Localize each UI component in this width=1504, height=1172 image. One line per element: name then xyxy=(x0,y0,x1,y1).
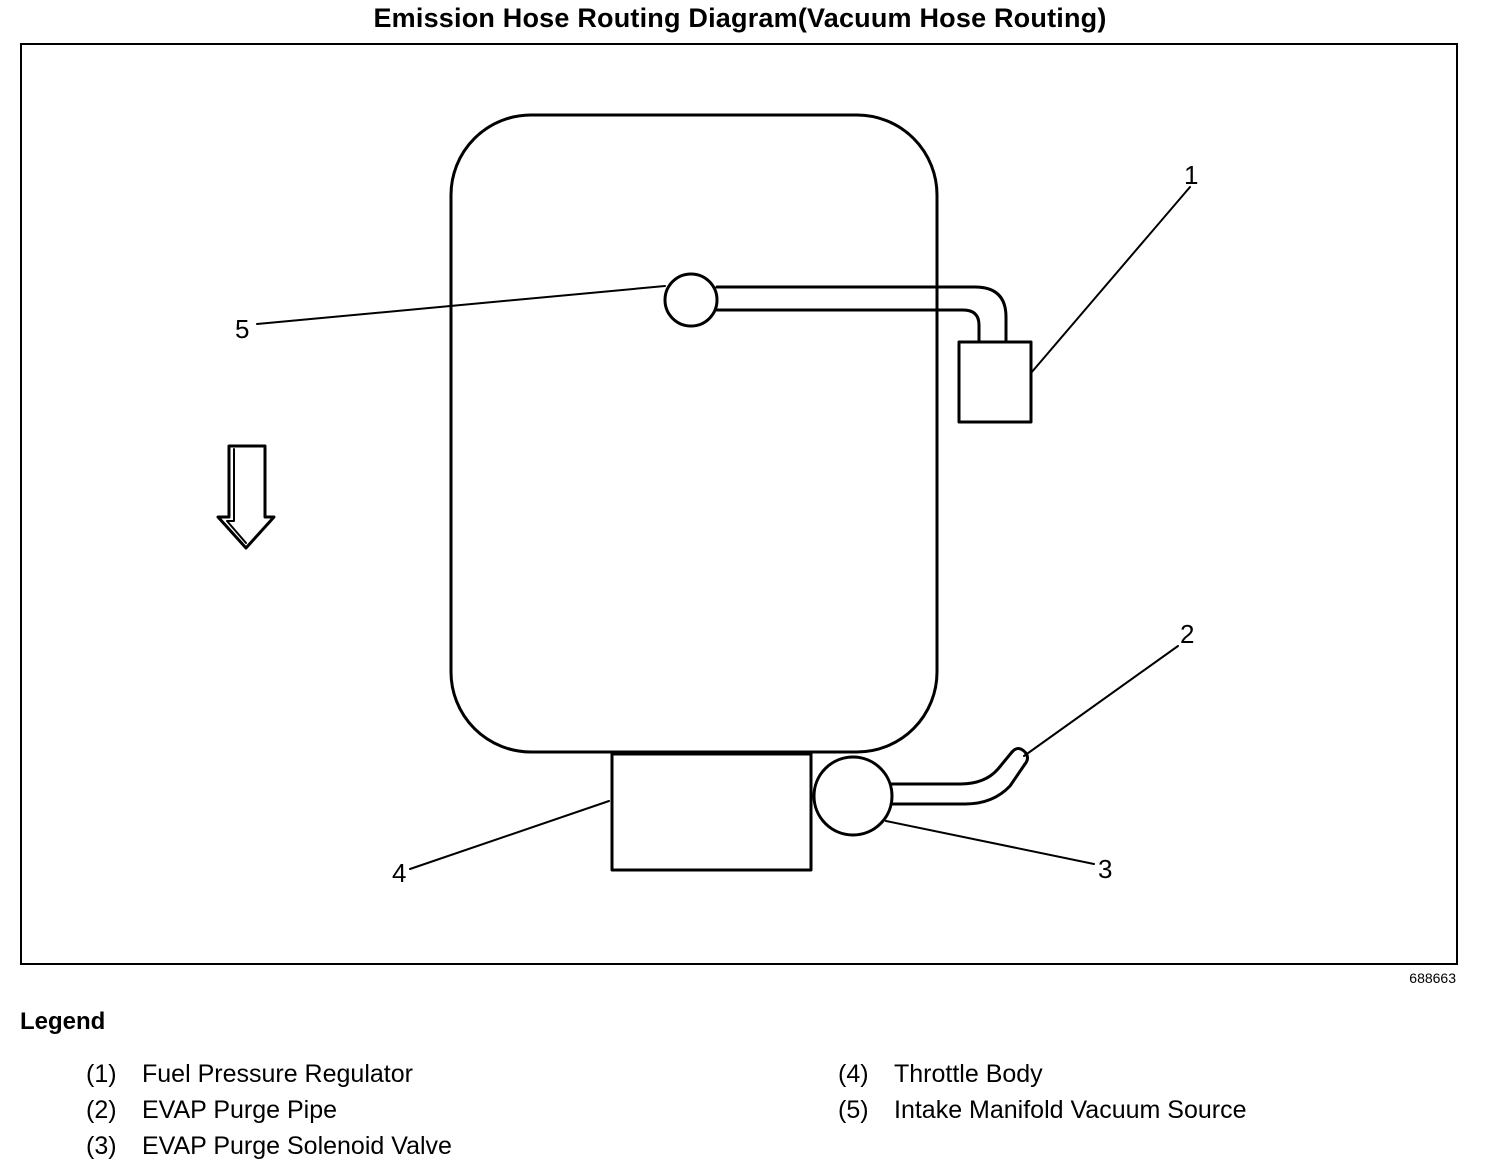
leader-line-2 xyxy=(1023,645,1179,757)
legend-item-label: EVAP Purge Pipe xyxy=(142,1096,338,1124)
leader-line-4 xyxy=(409,800,610,870)
throttle-body xyxy=(610,752,813,872)
legend-item-label: EVAP Purge Solenoid Valve xyxy=(142,1132,452,1160)
leader-line-5 xyxy=(256,285,666,325)
callout-3: 3 xyxy=(1098,854,1112,884)
legend-item-number: (2) xyxy=(86,1096,117,1124)
callout-4: 4 xyxy=(392,858,406,888)
leader-line-1 xyxy=(1030,186,1191,374)
evap-purge-pipe-lower xyxy=(888,762,1027,806)
legend-item: (1) Fuel Pressure Regulator xyxy=(86,1056,452,1092)
legend-item: (4) Throttle Body xyxy=(838,1056,1247,1092)
legend-item-number: (4) xyxy=(838,1060,869,1088)
callout-1: 1 xyxy=(1184,160,1198,190)
fuel-pressure-regulator xyxy=(957,340,1033,424)
legend-item-label: Intake Manifold Vacuum Source xyxy=(894,1096,1247,1124)
legend-item-label: Fuel Pressure Regulator xyxy=(142,1060,413,1088)
evap-purge-solenoid-valve xyxy=(812,755,894,837)
intake-manifold-vacuum-source xyxy=(663,272,719,328)
vacuum-hose xyxy=(715,285,1008,344)
legend-item-label: Throttle Body xyxy=(894,1060,1043,1088)
diagram-frame xyxy=(20,43,1458,965)
legend-column-right: (4) Throttle Body (5) Intake Manifold Vacu… xyxy=(838,1056,1247,1128)
legend-item: (3) EVAP Purge Solenoid Valve xyxy=(86,1128,452,1164)
legend-item: (5) Intake Manifold Vacuum Source xyxy=(838,1092,1247,1128)
figure-id: 688663 xyxy=(1409,970,1456,986)
engine-outline xyxy=(449,113,939,754)
leader-line-3 xyxy=(885,820,1095,865)
evap-purge-pipe-end xyxy=(1010,747,1029,766)
legend-item: (2) EVAP Purge Pipe xyxy=(86,1092,452,1128)
legend-heading: Legend xyxy=(20,1008,106,1035)
arrow-down-icon xyxy=(216,444,276,550)
hose-routing-diagram: 1 2 3 4 5 xyxy=(216,113,1198,888)
legend-item-number: (5) xyxy=(838,1096,869,1124)
vacuum-hose-inner xyxy=(715,308,981,344)
legend-item-number: (3) xyxy=(86,1132,117,1160)
callout-5: 5 xyxy=(235,314,249,344)
legend-column-left: (1) Fuel Pressure Regulator (2) EVAP Purge… xyxy=(86,1056,452,1164)
callout-2: 2 xyxy=(1180,619,1194,649)
diagram-title: Emission Hose Routing Diagram(Vacuum Hos… xyxy=(373,3,1107,33)
evap-purge-pipe-upper xyxy=(888,750,1014,786)
legend-item-number: (1) xyxy=(86,1060,117,1088)
